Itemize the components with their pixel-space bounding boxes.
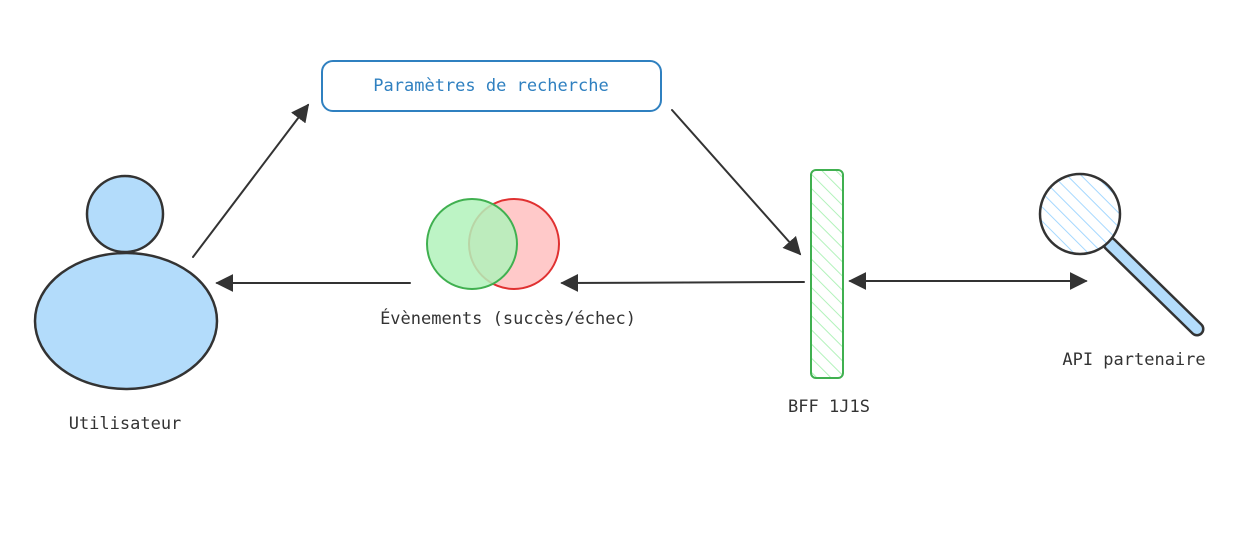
edges — [192, 103, 1088, 292]
arrow-user-to-params — [192, 103, 310, 258]
user-label: Utilisateur — [69, 414, 182, 434]
bff-label: BFF 1J1S — [788, 397, 870, 417]
api-node: API partenaire — [1038, 172, 1206, 370]
bff-node: BFF 1J1S — [788, 169, 870, 417]
api-label: API partenaire — [1062, 350, 1205, 370]
params-node: Paramètres de recherche — [321, 60, 662, 112]
events-label: Évènements (succès/échec) — [380, 307, 636, 329]
bff-bar — [810, 169, 844, 379]
magnifier-icon — [1038, 172, 1205, 337]
events-node: Évènements (succès/échec) — [380, 198, 636, 329]
arrow-params-to-bff — [671, 109, 802, 256]
params-box — [321, 60, 662, 112]
arrow-bff-to-events — [560, 273, 805, 292]
user-node: Utilisateur — [33, 174, 219, 434]
person-icon — [33, 174, 219, 391]
venn-circles-icon — [426, 198, 560, 290]
params-label: Paramètres de recherche — [373, 76, 608, 96]
